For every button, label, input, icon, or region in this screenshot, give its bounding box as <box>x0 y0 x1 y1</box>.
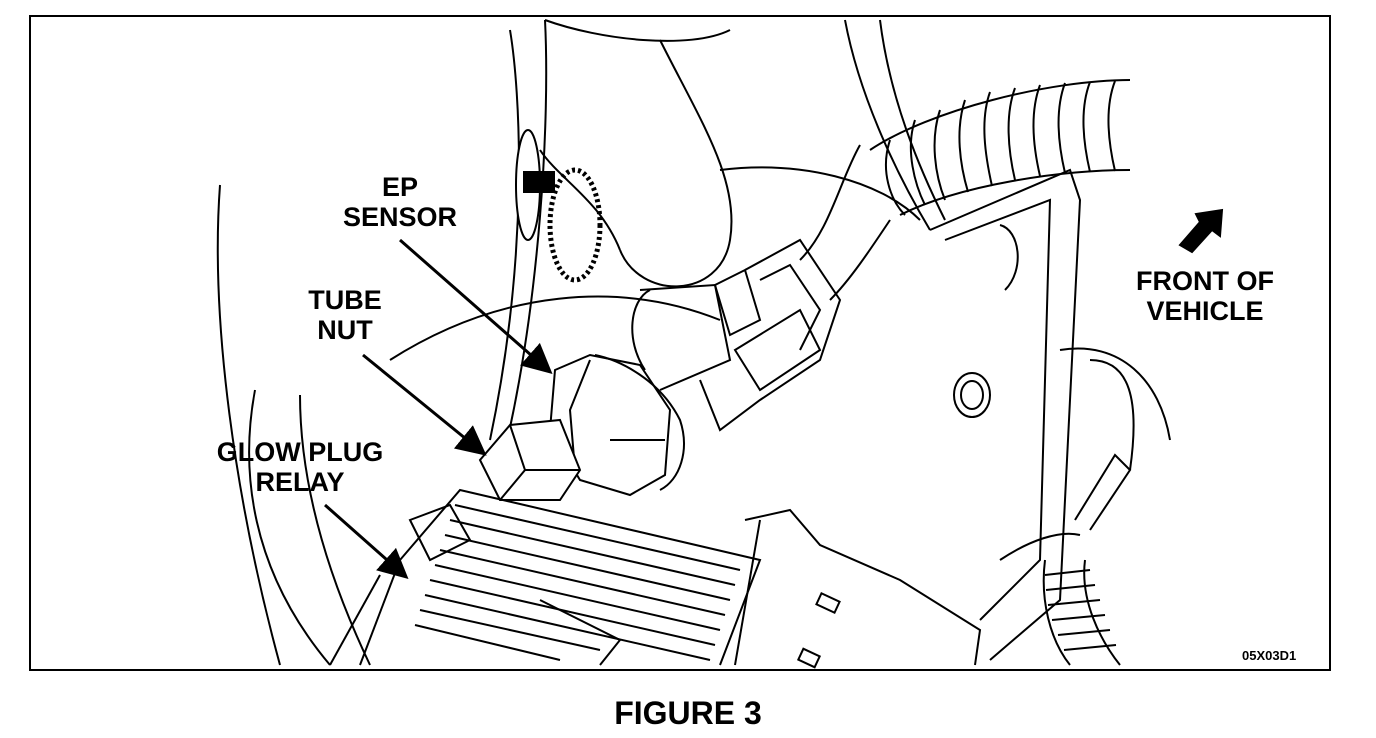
glow-plug-relay-label: GLOW PLUG RELAY <box>200 437 400 497</box>
front-of-vehicle-label-line-2: VEHICLE <box>1146 296 1264 326</box>
front-direction-arrow-icon <box>1178 208 1224 254</box>
tube-nut-label-line-2: NUT <box>317 315 373 345</box>
glow-plug-relay-leader-arrow <box>324 503 409 579</box>
front-of-vehicle-label: FRONT OF VEHICLE <box>1115 266 1295 326</box>
front-of-vehicle-label-line-1: FRONT OF <box>1136 266 1274 296</box>
line-art <box>216 19 1171 669</box>
ep-sensor-label-line-1: EP <box>381 172 419 202</box>
ep-sensor-label-line-2: SENSOR <box>342 202 458 232</box>
ep-sensor-label: EP SENSOR <box>330 172 470 232</box>
ep-sensor-leader-arrow <box>399 238 553 374</box>
figure-caption: FIGURE 3 <box>614 695 762 731</box>
figure-border <box>29 15 1331 671</box>
glow-plug-relay-label-line-2: RELAY <box>255 467 345 497</box>
tube-nut-label-line-1: TUBE <box>308 285 382 315</box>
tube-nut-leader-arrow <box>362 353 487 456</box>
glow-plug-relay-label-line-1: GLOW PLUG <box>216 437 384 467</box>
tube-nut-label: TUBE NUT <box>290 285 400 345</box>
figure-code: 05X03D1 <box>1242 648 1297 663</box>
